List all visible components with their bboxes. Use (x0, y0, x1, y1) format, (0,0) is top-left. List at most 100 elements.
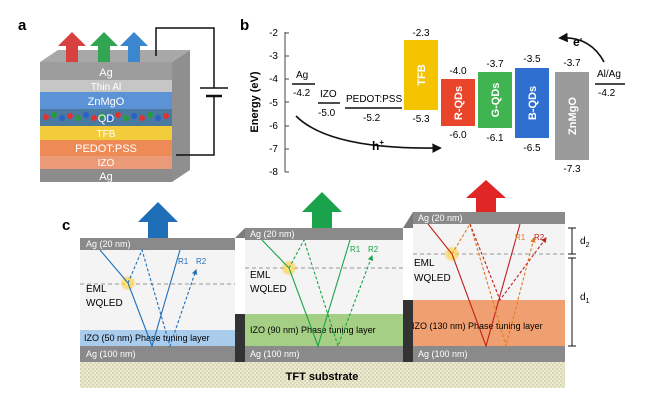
top-ag-blue (80, 238, 235, 250)
eml-label: EML (86, 284, 107, 295)
green-emission-icon (302, 192, 342, 228)
izo-label: IZO (50 nm) Phase tuning layer (84, 333, 210, 343)
top-ag-label: Ag (20 nm) (250, 229, 295, 239)
value-rqd-top: -4.0 (449, 66, 467, 77)
value-tfb-top: -2.3 (412, 28, 430, 39)
ray-r1 (261, 239, 351, 348)
y-tick-label: -2 (269, 28, 278, 39)
izo-blue (80, 330, 235, 346)
layer-ag-bottom (40, 169, 172, 182)
r1-label: R1 (178, 257, 189, 266)
red-arrow-icon (58, 32, 86, 62)
block-tfb (404, 40, 438, 110)
panel-label-b: b (240, 17, 249, 34)
ray-r2 (288, 238, 374, 348)
y-axis-title: Energy (eV) (249, 71, 261, 132)
label-pedot: PEDOT:PSS (346, 94, 402, 105)
layer-label-ag-top: Ag (99, 67, 112, 79)
y-tick-label: -7 (269, 144, 278, 155)
d2-label: d2 (580, 236, 590, 249)
wqled-label: WQLED (414, 273, 451, 284)
r2-label: R2 (196, 257, 207, 266)
green-arrow-icon (90, 32, 118, 62)
label-ag: Ag (296, 70, 308, 81)
value-znmgo-bottom: -7.3 (563, 164, 581, 175)
electron-label: e- (573, 34, 583, 49)
panel-label-c: c (62, 217, 70, 234)
cell-green: Ag (20 nm) EML WQLED IZO (90 nm) Phase t… (235, 192, 403, 362)
panel-label-a: a (18, 17, 27, 34)
label-gqd: G-QDs (490, 83, 502, 118)
top-ag-label: Ag (20 nm) (418, 213, 463, 223)
stack-top-face (40, 50, 190, 62)
izo-label: IZO (90 nm) Phase tuning layer (250, 325, 376, 335)
top-ag-green (245, 228, 403, 240)
value-izo: -5.0 (318, 108, 336, 119)
y-tick-label: -4 (269, 74, 278, 85)
electron-arrow (558, 32, 605, 63)
label-bqd: B-QDs (527, 86, 539, 120)
panel-c: c TFT substrate Ag (20 nm) EML WQLED IZO… (62, 180, 590, 388)
bottom-ag-label: Ag (100 nm) (86, 349, 136, 359)
cell-red: Ag (20 nm) EML WQLED IZO (130 nm) Phase … (403, 180, 565, 362)
blue-emission-icon (138, 202, 178, 238)
layer-label-qd: QD (98, 113, 115, 125)
y-tick-label: -6 (269, 121, 278, 132)
eml-label: EML (250, 270, 271, 281)
bottom-ag-label: Ag (100 nm) (250, 349, 300, 359)
block-rqd (441, 79, 475, 126)
bottom-ag-green (245, 346, 403, 362)
value-gqd-top: -3.7 (486, 59, 504, 70)
layer-label-tfb: TFB (97, 129, 116, 140)
qd-dots (43, 112, 169, 121)
value-pedot: -5.2 (363, 113, 381, 124)
tft-substrate (80, 362, 565, 388)
pixel-divider (235, 314, 245, 362)
layer-znmgo (40, 92, 172, 109)
layer-label-thin-al: Thin Al (91, 82, 122, 93)
value-bqd-top: -3.5 (523, 54, 541, 65)
pixel-divider (403, 300, 413, 362)
layer-tfb (40, 126, 172, 140)
top-ag-label: Ag (20 nm) (86, 239, 131, 249)
value-znmgo-top: -3.7 (563, 58, 581, 69)
ray-r1 (99, 249, 181, 348)
bottom-ag-red (413, 346, 565, 362)
value-gqd-bottom: -6.1 (486, 133, 504, 144)
circuit (155, 27, 228, 156)
layer-label-znmgo: ZnMgO (88, 96, 125, 108)
layer-ag-top (40, 62, 172, 80)
label-rqd: R-QDs (453, 86, 465, 120)
bottom-ag-blue (80, 346, 235, 362)
r2-label: R2 (534, 233, 545, 242)
y-tick-label: -8 (269, 167, 278, 178)
stack-side-face (172, 50, 190, 182)
y-tick-label: -5 (269, 98, 278, 109)
eml-blue (80, 250, 235, 330)
wqled-label: WQLED (86, 298, 123, 309)
panel-a: a Ag Thin Al ZnMgO QD TFB PEDOT:PSS IZO (18, 17, 228, 183)
value-tfb-bottom: -5.3 (412, 114, 430, 125)
panel-b: b -2 -3 -4 -5 -6 -7 -8 Energy (eV) Ag -4… (240, 17, 625, 178)
ray-r2 (469, 223, 547, 302)
layer-pedot (40, 140, 172, 156)
y-tick-label: -3 (269, 51, 278, 62)
substrate-label: TFT substrate (286, 371, 359, 383)
label-znmgo: ZnMgO (567, 97, 579, 135)
layer-qd (40, 109, 172, 126)
eml-label: EML (414, 258, 435, 269)
bottom-ag-label: Ag (100 nm) (418, 349, 468, 359)
emission-arrows (58, 32, 148, 62)
hole-arrow (295, 115, 442, 153)
block-bqd (515, 68, 549, 138)
layer-label-ag-bottom: Ag (99, 171, 112, 183)
cell-blue: Ag (20 nm) EML WQLED IZO (50 nm) Phase t… (80, 202, 235, 362)
wqled-label: WQLED (250, 284, 287, 295)
dimension-markers (568, 227, 576, 347)
layer-thin-al (40, 80, 172, 92)
r1-label: R1 (515, 233, 526, 242)
value-alag: -4.2 (598, 88, 616, 99)
blue-arrow-icon (120, 32, 148, 62)
label-izo: IZO (320, 89, 337, 100)
